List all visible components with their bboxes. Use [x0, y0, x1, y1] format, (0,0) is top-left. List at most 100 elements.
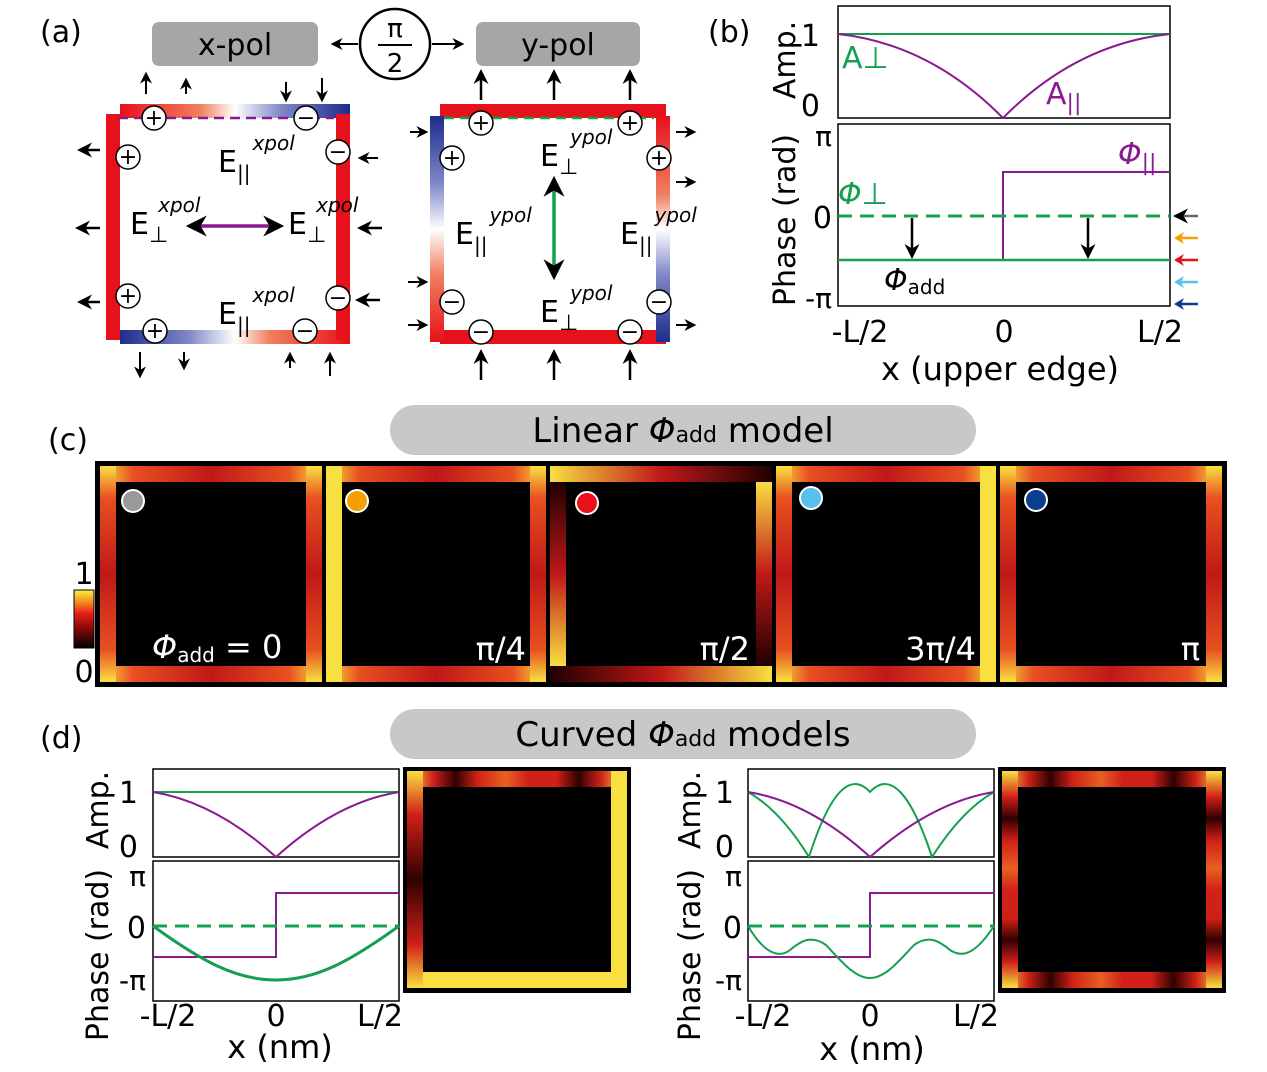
charge-minus: [325, 139, 351, 165]
panel-a: x-pol y-pol π 2 + −: [75, 7, 697, 380]
ypol-charges: + + + + − − − −: [439, 110, 672, 345]
map-marker: [1024, 488, 1048, 512]
c-colorbar: [73, 589, 95, 649]
svg-text:1: 1: [119, 776, 138, 811]
svg-text:-L/2: -L/2: [735, 999, 792, 1034]
svg-text:+: +: [650, 146, 668, 171]
svg-text:−: −: [329, 140, 347, 165]
b-xlabel: x (upper edge): [881, 350, 1119, 388]
panel-d: Curved Φadd models Amp. Phase (rad) 1 0 …: [81, 709, 1226, 1068]
charge-minus: [617, 319, 643, 345]
svg-text:+: +: [119, 145, 137, 170]
svg-text:0: 0: [860, 999, 879, 1034]
b-phase-tick-pi: π: [815, 120, 832, 153]
c-title-banner: [390, 405, 976, 455]
d-right-a-par: [747, 791, 995, 859]
ypol-label: y-pol: [521, 28, 595, 63]
b-xtick-left: -L/2: [832, 315, 889, 350]
c-colorbar-min: 0: [74, 655, 93, 690]
e-par-left: E||ypol: [455, 203, 532, 257]
svg-text:1: 1: [715, 776, 734, 811]
d-right-amp-ylabel: Amp.: [673, 771, 708, 849]
charge-plus: [439, 145, 465, 171]
svg-text:0: 0: [723, 911, 742, 946]
d-left-amp-ylabel: Amp.: [81, 771, 116, 849]
ypol-field-arrows: [408, 69, 697, 380]
charge-minus: [292, 318, 318, 344]
svg-text:+: +: [621, 111, 639, 136]
svg-text:+: +: [443, 146, 461, 171]
d-left-xlabel: x (nm): [227, 1028, 333, 1066]
map-marker: [799, 486, 823, 510]
panel-label-d: (d): [40, 721, 82, 756]
map-marker: [345, 489, 369, 513]
rotation-numerator: π: [387, 14, 403, 44]
svg-text:+: +: [119, 284, 137, 309]
b-amp-axes: [837, 5, 1171, 119]
panel-c: Linear Φadd model 1 0 Φadd = 0 π/4: [73, 405, 1227, 690]
b-phase-tick-mpi: -π: [805, 282, 832, 315]
e-perp-bottom: E⊥ypol: [540, 281, 613, 336]
xpol-charges: + − + − + − + −: [115, 105, 351, 344]
b-phase-markers: [1173, 208, 1198, 310]
panel-label-c: (c): [48, 423, 88, 458]
b-a-par-curve: [837, 33, 1171, 120]
map-label: Φadd = 0: [152, 628, 282, 667]
c-map-pi2: π/2: [550, 466, 772, 682]
map-marker: [121, 489, 145, 513]
svg-text:0: 0: [119, 830, 138, 865]
b-phi-par-label: Φ||: [1118, 137, 1156, 176]
d-right-xlabel: x (nm): [819, 1030, 925, 1068]
panel-label-b: (b): [708, 15, 750, 50]
d-right-amp-axes: [747, 768, 995, 858]
charge-minus: [646, 289, 672, 315]
e-par-bottom: E||xpol: [218, 283, 295, 337]
charge-plus: [115, 283, 141, 309]
charge-plus: [115, 144, 141, 170]
e-perp-left: E⊥xpol: [130, 193, 201, 248]
xpol-field-arrows: [75, 71, 382, 379]
svg-text:−: −: [297, 106, 315, 131]
svg-text:0: 0: [266, 999, 285, 1034]
b-a-perp-label: A⊥: [842, 41, 889, 76]
b-phi-par-line: [1002, 171, 1170, 260]
map-label: 3π/4: [905, 630, 976, 668]
svg-text:−: −: [650, 290, 668, 315]
e-par-top: E||xpol: [218, 131, 295, 185]
c-map-3pi4: 3π/4: [776, 466, 996, 682]
charge-plus: [142, 318, 168, 344]
d-right-a-perp: [747, 783, 995, 860]
svg-text:+: +: [145, 106, 163, 131]
panel-b: Amp. Phase (rad) 1 0 π 0 -π -L/2 0 L/2 x…: [768, 5, 1198, 388]
b-amp-tick-1: 1: [801, 19, 820, 54]
svg-text:L/2: L/2: [357, 999, 403, 1034]
svg-text:0: 0: [127, 911, 146, 946]
d-left-phase-ylabel: Phase (rad): [81, 869, 116, 1041]
xpol-label: x-pol: [198, 28, 272, 63]
charge-plus: [646, 145, 672, 171]
xpol-field-labels: E||xpol E⊥xpol E⊥xpol E||xpol: [130, 131, 359, 337]
svg-text:−: −: [296, 319, 314, 344]
b-amp-ylabel: Amp.: [768, 21, 803, 99]
c-map-pi: π: [1000, 466, 1222, 682]
b-xtick-mid: 0: [994, 315, 1013, 350]
b-amp-tick-0: 0: [801, 89, 820, 124]
b-phi-add-label: Φadd: [884, 263, 945, 299]
c-title: Linear Φadd model: [532, 411, 833, 451]
d-right-phase-ylabel: Phase (rad): [673, 869, 708, 1041]
c-colorbar-max: 1: [74, 557, 93, 592]
svg-text:+: +: [472, 111, 490, 136]
svg-text:−: −: [329, 286, 347, 311]
d-right-plots: Amp. Phase (rad) 1 0 π 0 -π -L/2 0 L/2 x…: [673, 767, 1226, 1068]
c-map-phi0: Φadd = 0: [100, 466, 322, 682]
charge-plus: [141, 105, 167, 131]
ypol-field-labels: E⊥ypol E||ypol E||ypol E⊥ypol: [455, 125, 697, 336]
b-xtick-right: L/2: [1137, 315, 1183, 350]
d-left-plots: Amp. Phase (rad) 1 0 π 0 -π -L/2 0 L/2 x…: [81, 767, 631, 1066]
charge-minus: [439, 289, 465, 315]
svg-text:0: 0: [715, 830, 734, 865]
svg-text:−: −: [472, 320, 490, 345]
d-left-amp-axes: [152, 768, 400, 858]
map-label: π/2: [700, 630, 750, 668]
